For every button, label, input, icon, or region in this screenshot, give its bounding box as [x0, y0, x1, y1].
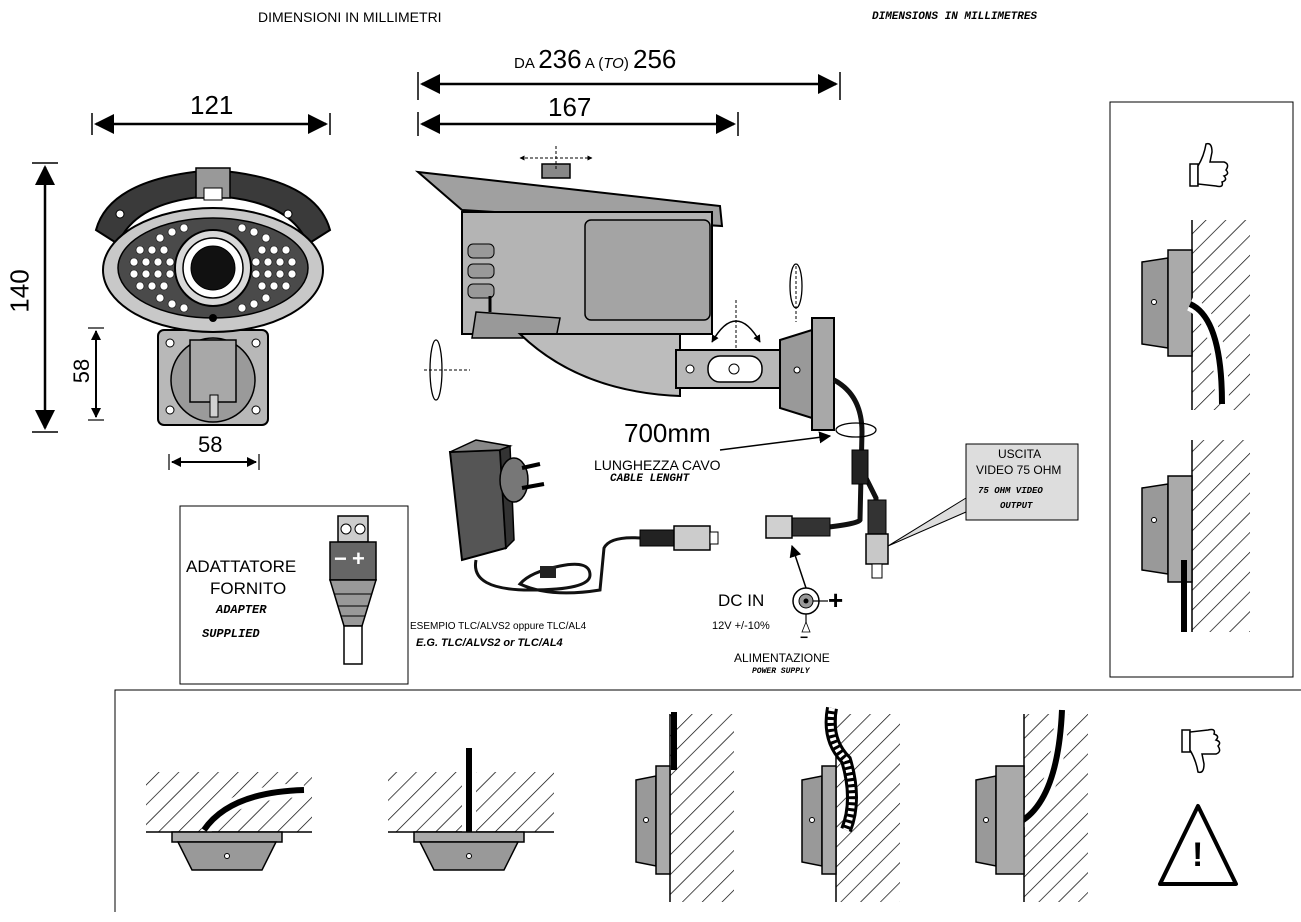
power-supply-label-en: POWER SUPPLY [752, 667, 810, 676]
correct-install-panel [1109, 101, 1294, 678]
dimension-front-width [91, 113, 331, 135]
wrong-install-5 [975, 709, 1088, 902]
correct-install-top [1141, 220, 1250, 410]
title-italian: DIMENSIONI IN MILLIMETRI [258, 9, 442, 25]
dimension-length-range [417, 72, 841, 100]
power-supply-label-it: ALIMENTAZIONE [734, 651, 830, 665]
front-width-label: 121 [190, 90, 234, 120]
adapter-label-en-1: ADAPTER [216, 603, 267, 617]
length-range-min: 236 [538, 44, 582, 74]
dimension-front-height [32, 162, 58, 433]
length-range-label: DA 236 A (TO) 256 [514, 46, 676, 72]
length-range-prefix: DA [514, 55, 535, 72]
video-output-callout [965, 443, 1079, 521]
dimension-base-height [88, 327, 104, 421]
dc-in-voltage: 12V +/-10% [712, 620, 770, 632]
dimension-body-length [417, 112, 739, 136]
warning-glyph: ! [1192, 836, 1204, 874]
thumbs-down-icon [1181, 728, 1221, 774]
title-english: DIMENSIONS IN MILLIMETRES [872, 11, 1038, 23]
front-height-label: 140 [4, 269, 35, 313]
thumbs-up-icon [1189, 142, 1229, 188]
adapter-label-it-2: FORNITO [210, 579, 287, 598]
length-range-close: ) [623, 55, 629, 72]
adapter-polarity-minus: − [334, 546, 347, 571]
camera-side-view [414, 146, 889, 579]
power-supply-example-it: ESEMPIO TLC/ALVS2 oppure TLC/AL4 [410, 621, 587, 632]
wrong-install-2 [388, 748, 554, 871]
dc-in-label: DC IN [718, 591, 765, 610]
wrong-install-panel [114, 689, 1301, 912]
dc-in-connector [789, 544, 828, 633]
warning-icon [1158, 804, 1238, 886]
length-range-to: TO [603, 55, 624, 72]
body-length-label: 167 [548, 92, 592, 122]
power-supply-example-en: E.G. TLC/ALVS2 or TLC/AL4 [416, 637, 563, 649]
dimension-base-width [168, 454, 260, 470]
length-range-max: 256 [633, 44, 677, 74]
video-output-label-en-2: OUTPUT [1000, 501, 1033, 511]
base-width-label: 58 [198, 432, 223, 457]
video-output-label-it-2: VIDEO 75 OHM [976, 463, 1062, 477]
base-height-label: 58 [69, 358, 95, 384]
adapter-label-en-2: SUPPLIED [202, 627, 260, 641]
correct-install-bottom [1141, 440, 1250, 632]
dc-in-plus: + [828, 585, 844, 615]
cable-length-value: 700mm [624, 418, 711, 448]
wrong-install-4 [801, 706, 900, 902]
video-output-label-en-1: 75 OHM VIDEO [978, 486, 1043, 496]
adapter-box [179, 505, 409, 685]
adapter-polarity-plus: + [352, 546, 365, 571]
cable-length-label-en: CABLE LENGHT [610, 473, 690, 485]
wrong-install-1 [146, 772, 312, 871]
power-supply-drawing [448, 439, 719, 595]
dc-in-minus: − [800, 629, 809, 645]
camera-front-view [94, 167, 332, 426]
video-output-label-it-1: USCITA [998, 447, 1042, 461]
adapter-label-it-1: ADATTATORE [186, 557, 297, 576]
cable-length-label-it: LUNGHEZZA CAVO [594, 457, 721, 473]
length-range-mid: A ( [584, 55, 604, 72]
wrong-install-3 [635, 712, 734, 902]
video-output-pointer [887, 497, 967, 547]
adapter-drawing [328, 515, 378, 665]
